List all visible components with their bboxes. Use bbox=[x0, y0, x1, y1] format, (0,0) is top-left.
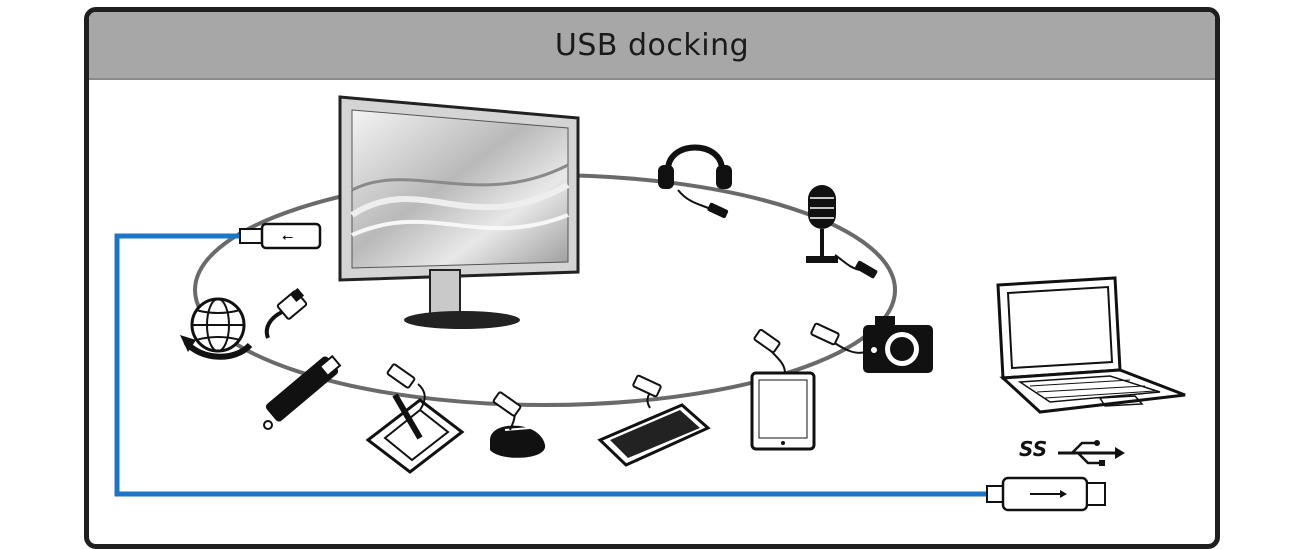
superspeed-label: SS bbox=[1019, 437, 1048, 461]
page-title: USB docking bbox=[554, 27, 750, 63]
microphone-icon bbox=[806, 185, 878, 279]
svg-text:⭠: ⭠ bbox=[282, 229, 293, 245]
keyboard-icon bbox=[597, 374, 711, 467]
header-bar: USB docking bbox=[89, 12, 1215, 80]
superspeed-usb-logo-icon bbox=[1058, 440, 1125, 466]
usb-plug-icon: ⭠ bbox=[239, 222, 322, 250]
ethernet-plug-icon bbox=[264, 287, 308, 339]
tablet-icon bbox=[750, 328, 816, 451]
usb-plug-laptop-icon bbox=[986, 476, 1106, 512]
camera-icon bbox=[810, 316, 933, 373]
usb-uplink-cable bbox=[114, 233, 990, 497]
laptop-icon bbox=[996, 276, 1186, 414]
diagram-frame: USB docking bbox=[84, 7, 1220, 549]
drawing-tablet-icon bbox=[365, 363, 465, 474]
globe-icon bbox=[180, 297, 253, 360]
usb-flash-drive-icon bbox=[263, 354, 342, 430]
monitor-icon bbox=[338, 95, 580, 329]
mouse-icon bbox=[490, 391, 546, 458]
headset-icon bbox=[658, 144, 732, 219]
